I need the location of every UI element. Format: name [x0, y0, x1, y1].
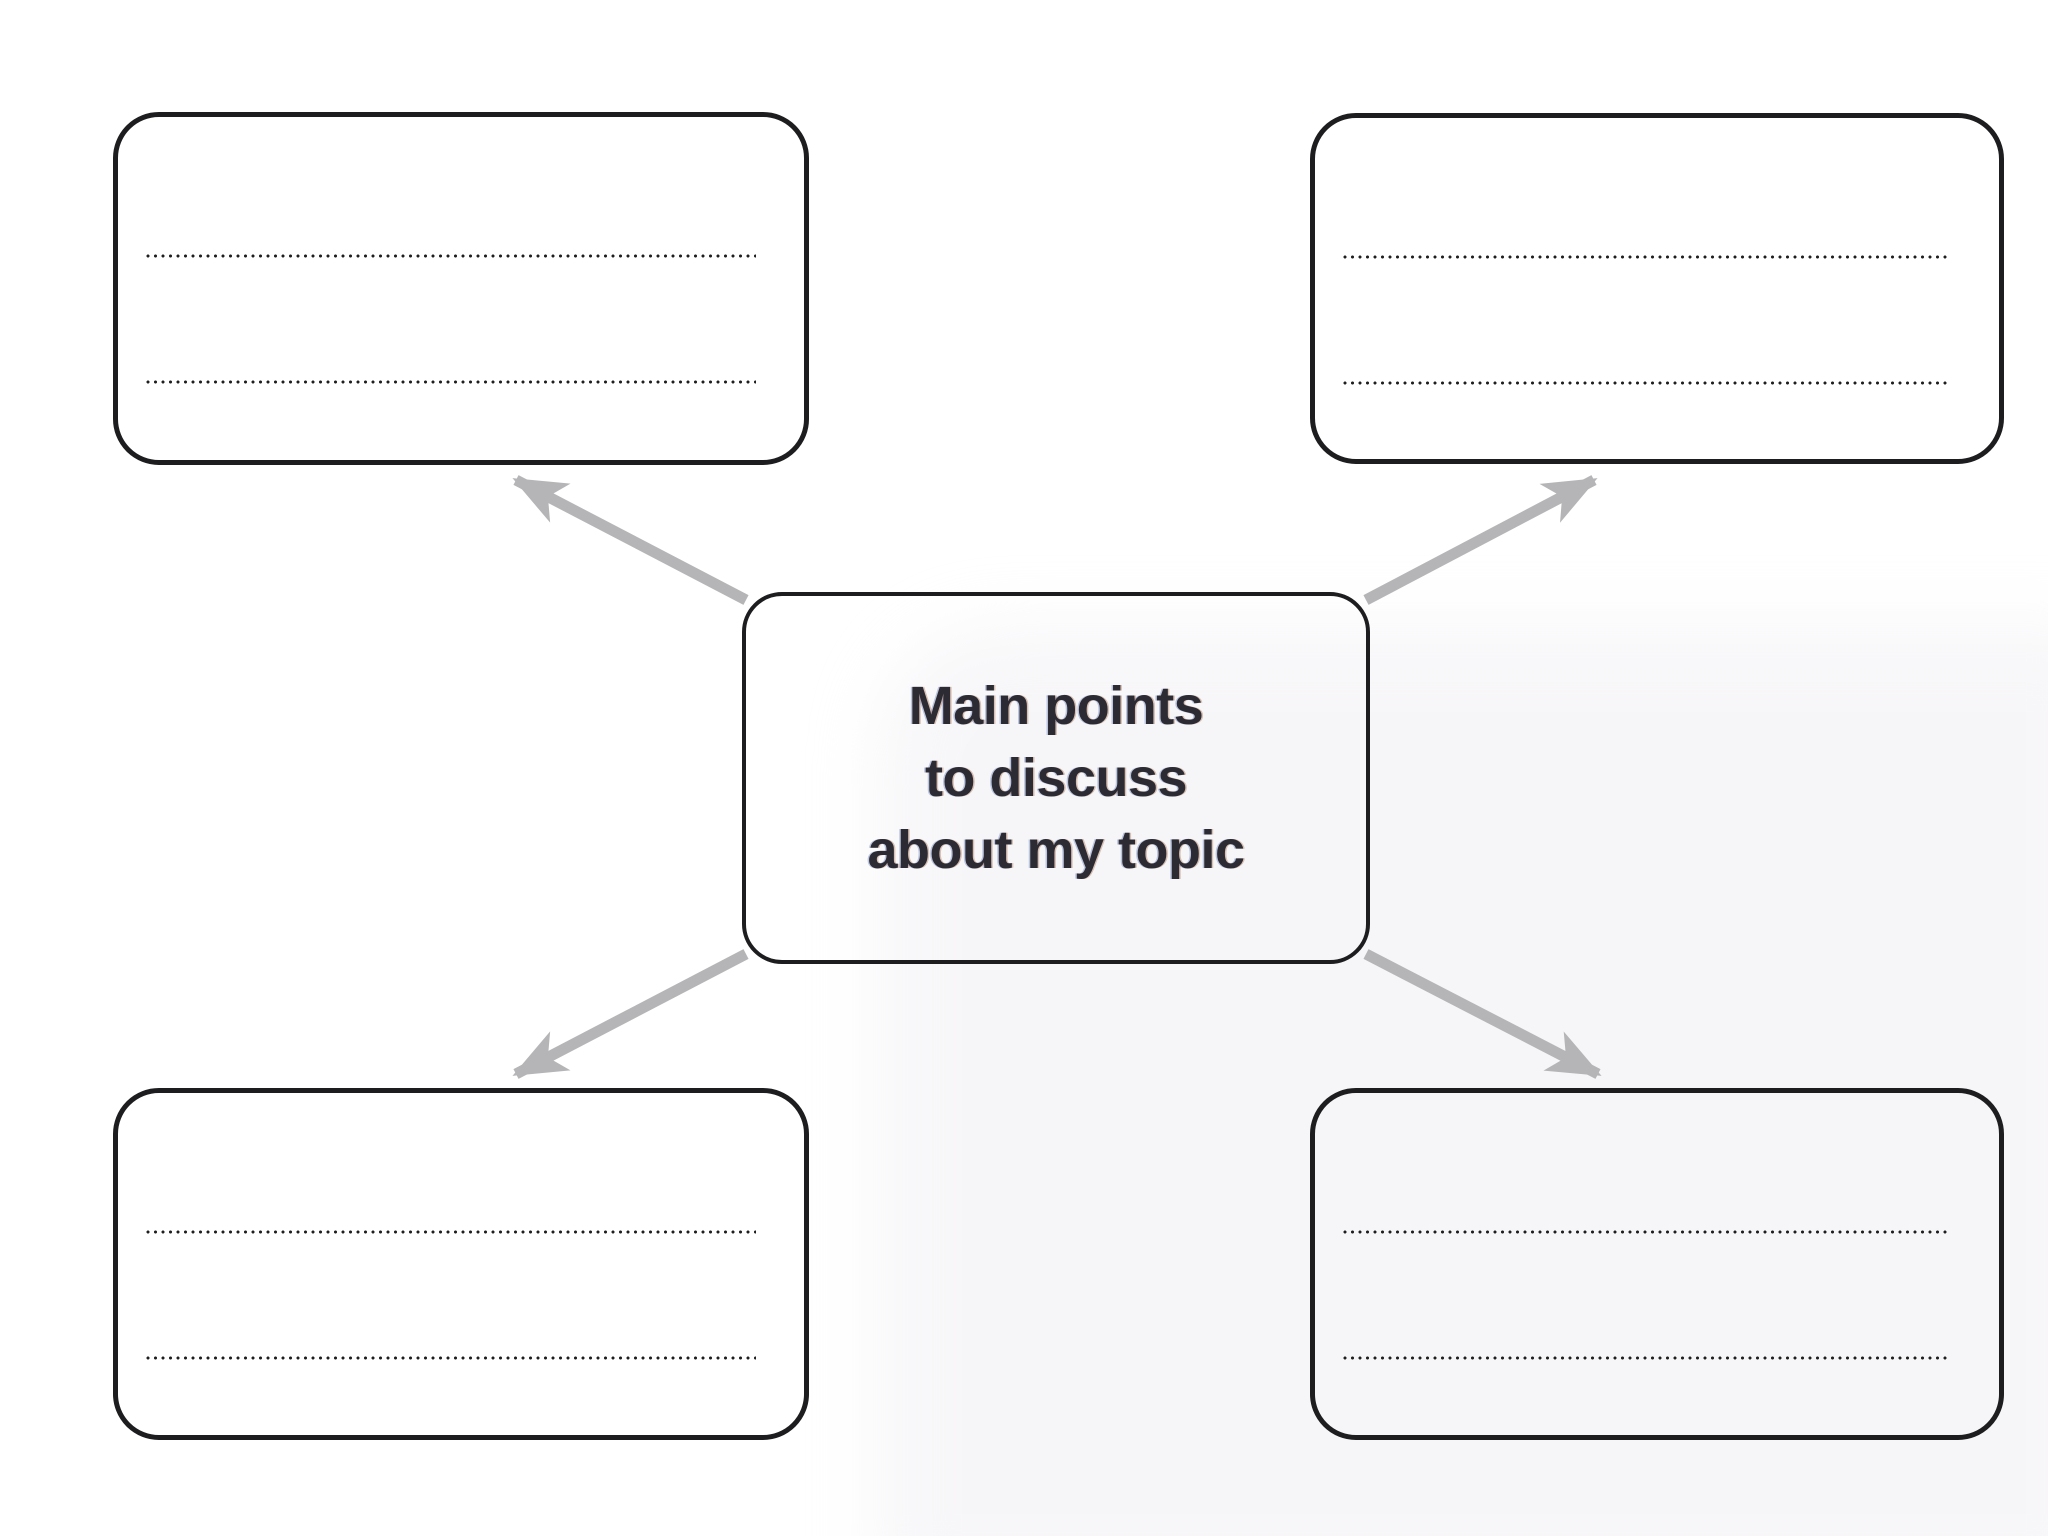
note-box-bottom-right	[1310, 1088, 2004, 1440]
write-line	[1343, 381, 1951, 385]
write-line	[1343, 255, 1951, 259]
write-line	[1343, 1230, 1951, 1234]
central-topic-box: Main points to discuss about my topic	[742, 592, 1370, 964]
arrow-center-to-bottom-right	[1363, 949, 1602, 1079]
arrow-center-to-bottom-left	[512, 949, 749, 1079]
arrow-center-to-top-left	[512, 475, 749, 605]
arrow-center-to-top-right	[1363, 475, 1598, 605]
write-line	[146, 380, 756, 384]
central-topic-title: Main points to discuss about my topic	[867, 670, 1245, 886]
write-line	[1343, 1356, 1951, 1360]
write-line	[146, 254, 756, 258]
title-line-3: about my topic	[867, 820, 1245, 880]
note-box-bottom-left	[113, 1088, 809, 1440]
note-box-top-right	[1310, 113, 2004, 464]
title-line-2: to discuss	[924, 748, 1188, 808]
write-line	[146, 1356, 756, 1360]
note-box-top-left	[113, 112, 809, 465]
write-line	[146, 1230, 756, 1234]
title-line-1: Main points	[908, 676, 1204, 736]
